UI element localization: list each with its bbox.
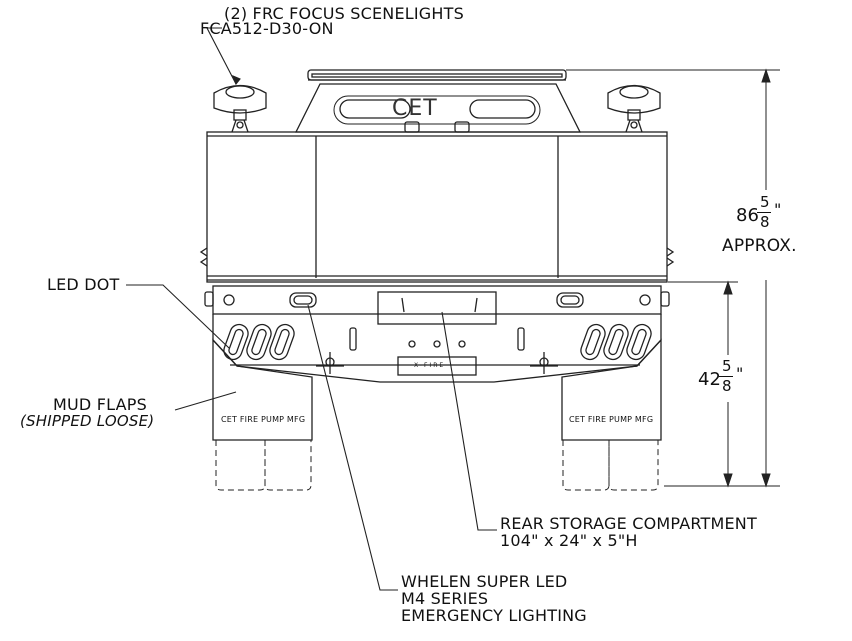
scenelight-left: [213, 84, 267, 133]
callout-storage-line2: 104" x 24" x 5"H: [500, 531, 638, 550]
mud-flap-left: [212, 338, 313, 441]
callout-mud-flaps-line1: MUD FLAPS: [53, 395, 147, 414]
deck-dim-numerator: 5: [722, 357, 732, 375]
scenelight-right: [607, 84, 661, 133]
leader-scenelights-arrow: [232, 74, 241, 86]
deck-dim-unit: ": [736, 364, 744, 383]
overall-dim-unit: ": [774, 200, 782, 219]
callout-whelen-line2: M4 SERIES: [401, 589, 489, 608]
overall-dim-fraction-bar: [757, 212, 771, 213]
center-badge: [397, 340, 477, 376]
deck-dim-whole: 42: [698, 369, 721, 390]
overall-dim-whole: 86: [736, 205, 759, 226]
logo-text: CET: [392, 96, 438, 121]
deck-dim-denominator: 8: [722, 377, 732, 395]
callout-led-dot: LED DOT: [47, 275, 120, 294]
callout-storage-line1: REAR STORAGE COMPARTMENT: [500, 514, 757, 533]
leader-storage: [441, 311, 497, 531]
mud-flap-text-left: CET FIRE PUMP MFG: [221, 415, 306, 424]
leader-mud-flaps: [174, 391, 237, 411]
storage-compartment: [377, 291, 497, 325]
led-dot-group-right: [580, 323, 652, 361]
leader-led-dot: [126, 284, 230, 349]
mud-flap-right: [561, 338, 662, 441]
callout-whelen-line3: EMERGENCY LIGHTING: [401, 606, 587, 625]
mud-flap-text-right: CET FIRE PUMP MFG: [569, 415, 654, 424]
wheels: [215, 440, 659, 491]
callout-whelen-line1: WHELEN SUPER LED: [401, 572, 568, 591]
callout-scenelights-line1: (2) FRC FOCUS SCENELIGHTS: [224, 4, 464, 23]
upper-body: [199, 131, 675, 283]
callout-mud-flaps-line2: (SHIPPED LOOSE): [20, 412, 155, 430]
callout-scenelights-line2: FCA512-D30-ON: [200, 19, 334, 38]
marker-lights: [316, 327, 558, 374]
light-bar: [307, 69, 567, 81]
overall-dim-numerator: 5: [760, 193, 770, 211]
center-badge-text: X-FIRE: [414, 362, 446, 369]
led-dot-group-left: [223, 323, 295, 361]
deck-height-dimension: [668, 280, 738, 488]
leader-lines: [126, 27, 497, 591]
leader-whelen: [307, 304, 398, 591]
whelen-light-right: [556, 292, 584, 308]
overall-dim-denominator: 8: [760, 213, 770, 231]
overall-height-dimension: [566, 68, 780, 488]
whelen-light-left: [289, 292, 317, 308]
deck-dim-fraction-bar: [719, 376, 733, 377]
leader-scenelights: [206, 27, 237, 85]
top-housing: [294, 83, 582, 133]
overall-dim-note: APPROX.: [722, 236, 797, 256]
